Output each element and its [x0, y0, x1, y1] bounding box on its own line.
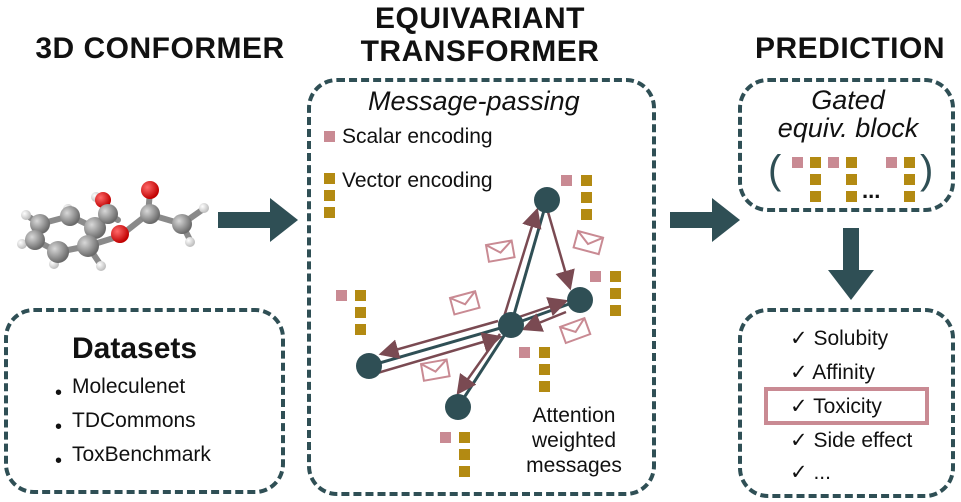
predictions-box — [738, 308, 955, 498]
prediction-label: Side effect — [813, 429, 913, 452]
bullet-dot: • — [55, 416, 63, 438]
check-icon: ✓ — [790, 395, 808, 418]
message-envelopes — [419, 229, 605, 382]
header-transformer-line2: TRANSFORMER — [360, 35, 600, 68]
prediction-label: Affinity — [812, 361, 875, 384]
header-conformer: 3D CONFORMER — [35, 32, 285, 65]
scalar-encoding-label: Scalar encoding — [342, 125, 493, 148]
message-arrows — [373, 207, 575, 396]
check-icon: ✓ — [790, 429, 808, 452]
attention-line2: weighted — [531, 429, 617, 452]
flow-arrows — [218, 198, 874, 300]
prediction-label: Solubity — [813, 327, 889, 350]
prediction-item: ✓ Solubity — [790, 326, 888, 351]
attention-weighted-messages-label: Attention weighted messages — [518, 403, 630, 478]
gated-line2: equiv. block — [777, 113, 919, 143]
dataset-item: ToxBenchmark — [72, 443, 211, 466]
header-prediction: PREDICTION — [754, 32, 945, 65]
prediction-item: ✓ Affinity — [790, 360, 875, 385]
gated-paren-open: ( — [768, 148, 782, 192]
check-icon: ✓ — [790, 461, 808, 484]
header-transformer-line1: EQUIVARIANT — [375, 2, 585, 35]
gated-line1: Gated — [811, 85, 885, 115]
prediction-item: ✓ ... — [790, 460, 831, 485]
check-icon: ✓ — [790, 361, 808, 384]
molecule-3d-image — [17, 181, 209, 271]
attention-line3: messages — [526, 454, 622, 477]
prediction-item: ✓ Side effect — [790, 428, 912, 453]
header-transformer: EQUIVARIANT TRANSFORMER — [330, 2, 630, 68]
bullet-dot: • — [55, 450, 63, 472]
transformer-box — [307, 78, 656, 496]
check-icon: ✓ — [790, 327, 808, 350]
prediction-label: ... — [813, 461, 831, 484]
prediction-item-highlighted: ✓ Toxicity — [790, 394, 882, 419]
dataset-item: TDCommons — [72, 409, 196, 432]
datasets-bullets: • • • — [55, 376, 62, 478]
attention-line1: Attention — [532, 404, 616, 427]
gated-paren-close: ) — [920, 148, 934, 192]
datasets-title: Datasets — [72, 332, 198, 365]
prediction-label: Toxicity — [813, 395, 882, 418]
message-passing-title: Message-passing — [368, 86, 580, 116]
graph-nodes — [356, 187, 593, 420]
gated-ellipsis: ... — [862, 178, 881, 203]
toxicity-highlight-box — [764, 387, 929, 425]
gated-block-box — [738, 78, 955, 212]
gated-block-title: Gated equiv. block — [758, 86, 938, 142]
datasets-box — [4, 308, 285, 494]
vector-encoding-label: Vector encoding — [342, 169, 493, 192]
dataset-item: Moleculenet — [72, 375, 186, 398]
bullet-dot: • — [55, 382, 63, 404]
